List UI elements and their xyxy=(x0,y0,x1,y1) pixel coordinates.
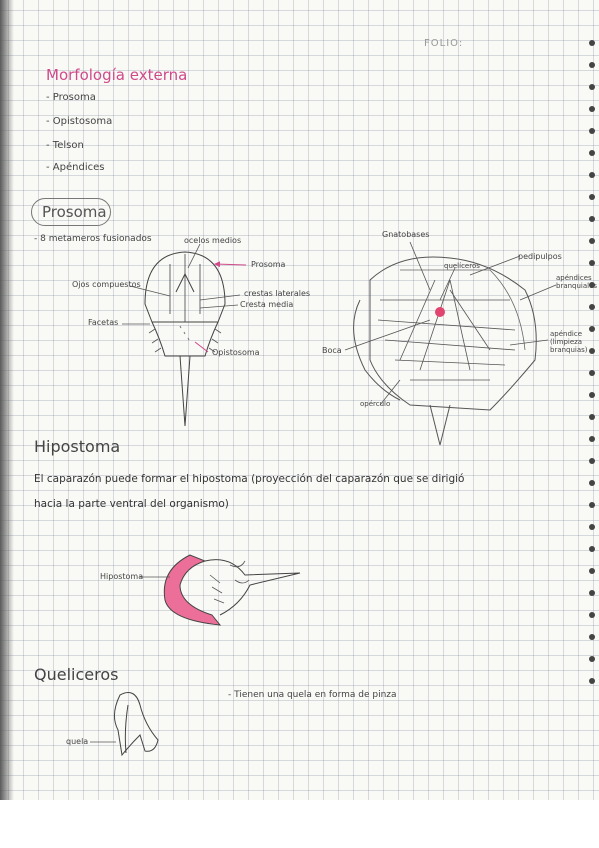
label-facetas: Facetas xyxy=(88,318,119,327)
prosoma-note: - 8 metameros fusionados xyxy=(34,234,152,244)
folio-label: FOLIO: xyxy=(424,38,464,49)
label-apendice-limpieza: apéndice (limpieza branquias) xyxy=(550,330,588,354)
dorsal-diagram xyxy=(144,251,226,427)
label-hipostoma: Hipostoma xyxy=(100,572,144,581)
label-opistosoma: Opistosoma xyxy=(212,348,260,357)
label-ojos-compuestos: Ojos compuestos xyxy=(72,280,141,289)
prosoma-title-bubble xyxy=(31,198,111,226)
section-title-morfologia: Morfología externa xyxy=(46,66,188,84)
list-item-prosoma: - Prosoma xyxy=(46,92,96,103)
hipostoma-text-line1: El caparazón puede formar el hipostoma (… xyxy=(34,473,465,485)
queliceros-note: - Tienen una quela en forma de pinza xyxy=(228,690,397,700)
section-title-hipostoma: Hipostoma xyxy=(34,437,121,456)
quela-diagram xyxy=(114,692,159,757)
ventral-diagram xyxy=(353,256,537,446)
section-title-prosoma: Prosoma xyxy=(42,203,107,221)
label-pedipulpos: pedipulpos xyxy=(518,252,562,261)
spiral-binding xyxy=(587,40,597,740)
label-ocelos-medios: ocelos medios xyxy=(184,236,242,245)
label-crestas-laterales: crestas laterales xyxy=(244,289,311,298)
list-item-opistosoma: - Opistosoma xyxy=(46,116,113,127)
label-boca: Boca xyxy=(322,346,342,355)
label-operculo: opérculo xyxy=(360,400,391,408)
label-prosoma: Prosoma xyxy=(251,260,286,269)
hipostoma-diagram xyxy=(163,554,301,626)
label-queliceros-ventral: quelíceros xyxy=(444,262,480,270)
section-title-queliceros: Queliceros xyxy=(34,665,119,684)
label-quela: quela xyxy=(66,737,89,746)
label-cresta-media: Cresta media xyxy=(240,300,294,309)
list-item-apendices: - Apéndices xyxy=(46,162,105,173)
page-shadow xyxy=(0,0,14,810)
hipostoma-text-line2: hacia la parte ventral del organismo) xyxy=(34,498,229,510)
label-gnatobases: Gnatobases xyxy=(382,230,430,239)
label-apendices-branquiales: apéndices branquiales xyxy=(556,274,598,290)
list-item-telson: - Telson xyxy=(46,140,84,151)
page-bottom-margin xyxy=(0,800,599,848)
